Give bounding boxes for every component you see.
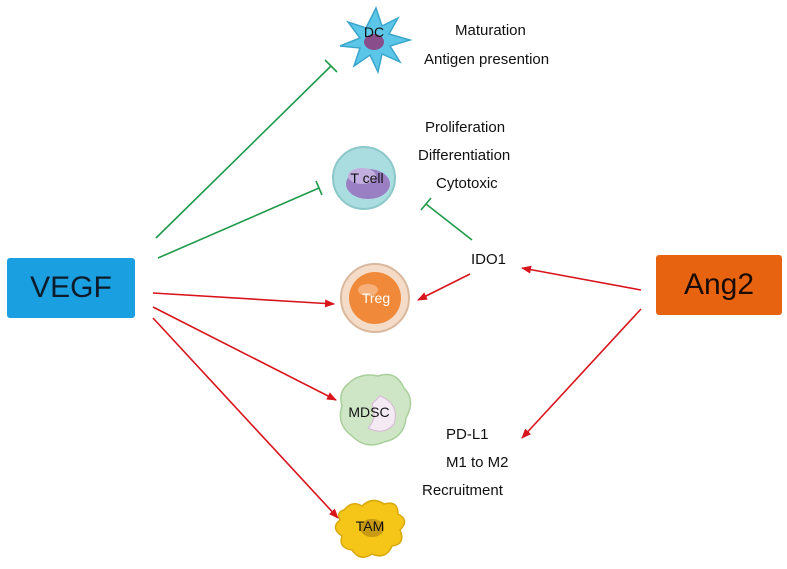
macro-effect-pdl1: PD-L1	[446, 426, 489, 443]
vegf-to-treg	[152, 292, 335, 308]
tcell-effect-differentiation: Differentiation	[418, 147, 511, 164]
dc-label: DC	[363, 24, 385, 40]
tcell-label: T cell	[350, 170, 384, 186]
ido1-label: IDO1	[471, 251, 507, 268]
mdsc-label: MDSC	[348, 404, 390, 420]
tcell-effect-proliferation: Proliferation	[425, 119, 506, 136]
ido1-inhibits-tcell-bar	[420, 197, 432, 211]
inhibit-lines	[155, 59, 473, 259]
macro-effect-m1m2: M1 to M2	[446, 454, 509, 471]
tcell-icon	[332, 146, 396, 210]
vegf-inhibits-dc	[155, 65, 332, 239]
vegf-to-tam	[152, 317, 339, 519]
treg-label: Treg	[361, 290, 391, 306]
vegf-inhibits-tcell	[157, 187, 320, 259]
mdsc-icon	[339, 373, 412, 446]
ang2-to-pdl1	[521, 308, 642, 439]
dc-effect-antigen: Antigen presention	[424, 51, 550, 68]
ang2-box: Ang2	[656, 255, 782, 315]
treg-icon	[340, 263, 410, 333]
tam-label: TAM	[355, 518, 385, 534]
dc-cell-icon	[339, 6, 413, 75]
ido1-inhibits-tcell	[425, 203, 473, 241]
vegf-box: VEGF	[7, 258, 135, 318]
tcell-effect-cytotoxic: Cytotoxic	[436, 175, 498, 192]
activate-arrows	[152, 265, 642, 519]
vegf-inhibits-dc-bar	[324, 59, 338, 73]
macro-effect-recruitment: Recruitment	[422, 482, 503, 499]
vegf-inhibits-tcell-bar	[315, 180, 323, 196]
ido1-to-treg	[417, 273, 471, 301]
dc-effect-maturation: Maturation	[455, 22, 526, 39]
vegf-to-mdsc	[152, 306, 337, 401]
tam-icon	[334, 499, 406, 558]
ang2-to-ido1	[521, 265, 642, 291]
